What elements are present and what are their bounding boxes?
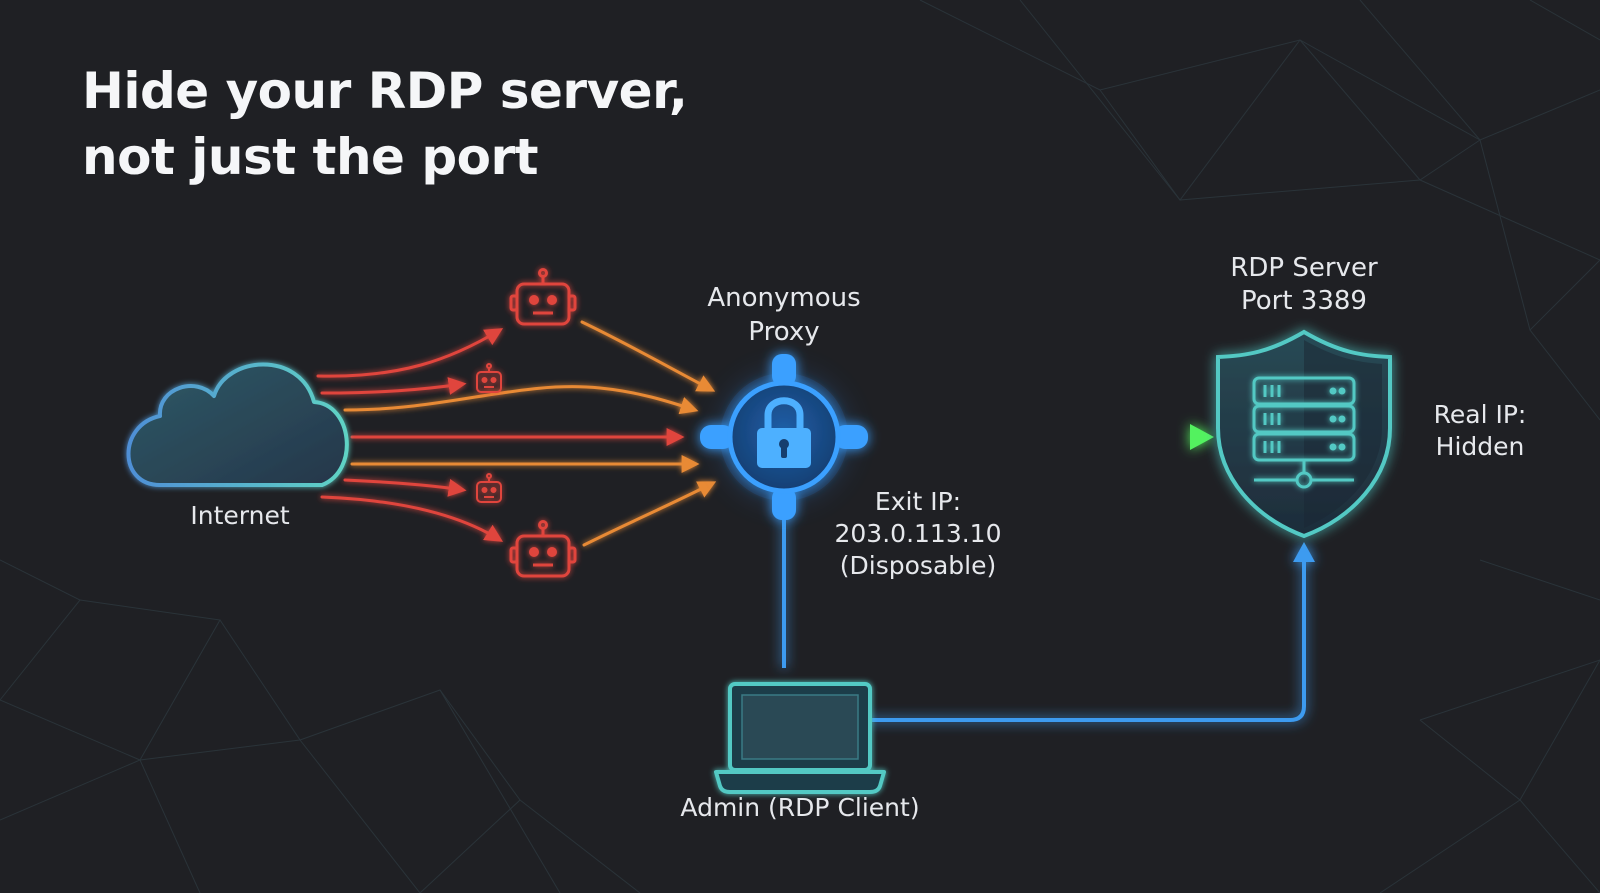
server-label-line-2: Port 3389 [1241, 286, 1367, 316]
bot-icon [509, 520, 577, 578]
laptop-icon [714, 682, 886, 794]
attack-arrow [582, 481, 717, 547]
proxy-label-line-2: Proxy [748, 317, 820, 347]
secure-link [872, 424, 1214, 450]
bot-icon [476, 363, 502, 393]
server-label-line-1: RDP Server [1230, 253, 1378, 283]
shield-server-icon [1216, 329, 1392, 539]
exit-ip-label: Exit IP: [874, 487, 962, 516]
real-ip-value: Hidden [1435, 432, 1525, 461]
title-line-2: not just the port [82, 128, 539, 186]
lock-icon [757, 397, 811, 468]
exit-ip-note: (Disposable) [839, 551, 997, 580]
attack-arrow [580, 320, 716, 392]
cloud-icon [126, 362, 349, 487]
real-ip-label: Real IP: [1433, 400, 1527, 429]
admin-label: Admin (RDP Client) [680, 793, 920, 822]
attack-traffic [316, 320, 717, 547]
proxy-node [700, 354, 868, 520]
attack-arrow [343, 385, 699, 415]
bot-icon [476, 473, 502, 503]
exit-ip-value: 203.0.113.10 [834, 519, 1002, 548]
admin-link [782, 514, 1315, 722]
internet-label: Internet [190, 501, 290, 530]
bot-icon [509, 268, 577, 326]
server-rack-icon [1252, 376, 1356, 489]
attack-arrow [320, 377, 467, 395]
attack-arrow [320, 495, 504, 542]
proxy-label-line-1: Anonymous [707, 283, 861, 313]
title-line-1: Hide your RDP server, [82, 62, 688, 120]
attack-arrow [343, 478, 467, 497]
attack-arrow [316, 328, 504, 378]
